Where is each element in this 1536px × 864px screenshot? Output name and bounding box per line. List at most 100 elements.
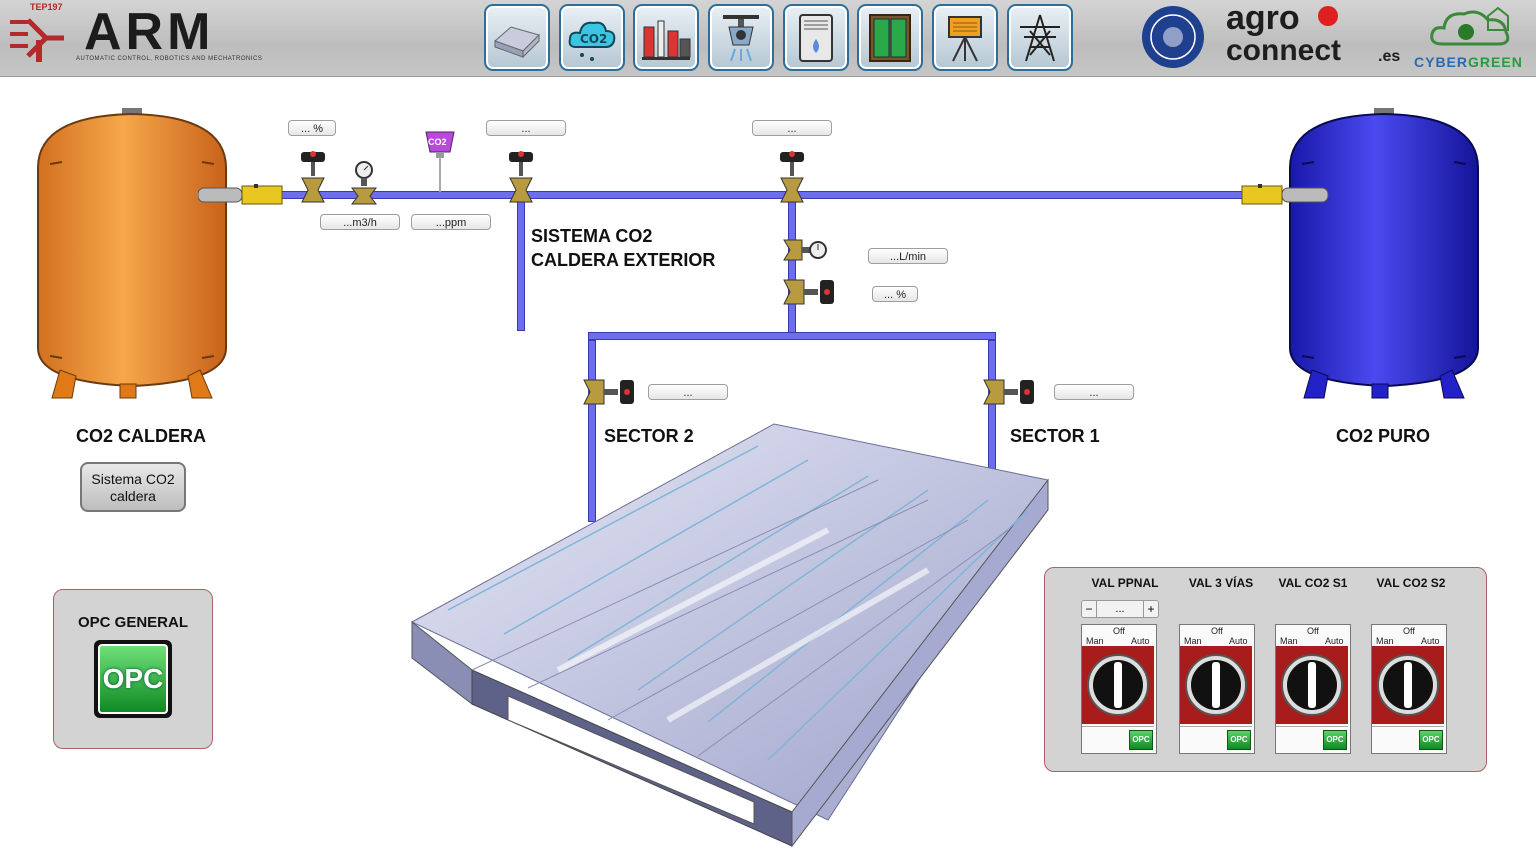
switch-auto-label: Auto (1131, 636, 1150, 646)
switch-off-label: Off (1307, 626, 1319, 636)
caldera-outlet-valve-icon[interactable] (197, 176, 288, 206)
val-ppnal-stepper[interactable]: − ... + (1081, 600, 1159, 618)
greenhouse-3d-model (408, 420, 1054, 848)
opc-general-title: OPC GENERAL (77, 614, 188, 631)
switch-man-label: Man (1376, 636, 1394, 646)
valve1-percent-readout: ... % (288, 120, 336, 136)
sector2-valve-icon[interactable] (582, 378, 638, 406)
switch-title-val-co2-s1: VAL CO2 S1 (1278, 576, 1348, 590)
val-ppnal-opc-button[interactable]: OPC (1129, 730, 1153, 750)
system-label-line2: CALDERA EXTERIOR (531, 250, 716, 270)
cybergreen-part-b: GREEN (1468, 54, 1523, 70)
cybergreen-wordmark: CYBERGREEN (1414, 54, 1523, 70)
nav-windows-button[interactable] (857, 4, 923, 71)
cybergreen-part-a: CYBER (1414, 54, 1469, 70)
logo-tag: TEP197 (30, 2, 63, 12)
switch-auto-label: Auto (1325, 636, 1344, 646)
switch-man-label: Man (1280, 636, 1298, 646)
valve3-readout: ... (752, 120, 832, 136)
stepper-value[interactable]: ... (1115, 603, 1125, 615)
val-3-vias-opc-button[interactable]: OPC (1227, 730, 1251, 750)
switch-man-label: Man (1086, 636, 1104, 646)
opc-general-button[interactable]: OPC (94, 640, 172, 718)
arm-logo-icon (6, 10, 66, 66)
sector1-readout: ... (1054, 384, 1134, 400)
sector-distribution-pipe (588, 332, 996, 340)
puro-tank-label: CO2 PURO (1336, 426, 1431, 446)
control-valve-3-icon[interactable] (777, 150, 807, 206)
top-header-bar: TEP197 ARM Automatic Control, Robotics a… (0, 0, 1536, 77)
switch-red-plate (1372, 646, 1444, 724)
flow-m3h-readout: ...m3/h (320, 214, 400, 230)
nav-greenhouse-button[interactable] (484, 4, 550, 71)
switch-bottom-bar (1372, 726, 1444, 753)
sector2-label: SECTOR 2 (604, 426, 694, 446)
switch-off-label: Off (1113, 626, 1125, 636)
agroconnect-logo-line2: connect (1226, 34, 1342, 67)
co2-puro-tank (1282, 108, 1487, 400)
nav-power-button[interactable] (1007, 4, 1073, 71)
switch-off-label: Off (1211, 626, 1223, 636)
nav-co2-button[interactable]: CO2 (559, 4, 625, 71)
val-3-vias-selector-switch[interactable]: Off Man Auto OPC (1179, 624, 1255, 754)
sistema-button-line2: caldera (110, 488, 156, 504)
logo-brand: ARM (84, 3, 215, 61)
switch-title-val-ppnal: VAL PPNAL (1091, 576, 1159, 590)
opc-general-panel: OPC GENERAL OPC (53, 589, 213, 749)
center-control-valve-icon[interactable] (782, 278, 838, 306)
switch-title-val-co2-s2: VAL CO2 S2 (1376, 576, 1446, 590)
val-co2-s1-opc-button[interactable]: OPC (1323, 730, 1347, 750)
switch-red-plate (1082, 646, 1154, 724)
switch-red-plate (1276, 646, 1348, 724)
switch-auto-label: Auto (1421, 636, 1440, 646)
co2-ppm-readout: ...ppm (411, 214, 491, 230)
cybergreen-cloud-icon (1428, 4, 1516, 52)
sector2-readout: ... (648, 384, 728, 400)
switch-man-label: Man (1184, 636, 1202, 646)
agroconnect-star-icon (1318, 6, 1338, 26)
val-co2-s2-selector-switch[interactable]: Off Man Auto OPC (1371, 624, 1447, 754)
val-co2-s2-opc-button[interactable]: OPC (1419, 730, 1443, 750)
control-valve-2-icon[interactable] (506, 150, 536, 206)
stepper-decrement-button[interactable]: − (1082, 601, 1097, 617)
sector2-pipe (588, 340, 596, 522)
main-pipe (228, 191, 1288, 199)
svg-text:CO2: CO2 (580, 32, 607, 46)
switch-off-label: Off (1403, 626, 1415, 636)
switch-red-plate (1180, 646, 1252, 724)
nav-dehumidifier-button[interactable] (783, 4, 849, 71)
flow-lmin-readout: ...L/min (868, 248, 948, 264)
switch-bottom-bar (1276, 726, 1348, 753)
caldera-tank-label: CO2 CALDERA (76, 426, 207, 446)
exterior-pipe (517, 199, 525, 331)
agroconnect-logo-line1: agro (1226, 0, 1300, 37)
center-pipe (788, 199, 796, 336)
center-valve-percent-readout: ... % (872, 286, 918, 302)
nav-sensors-button[interactable] (633, 4, 699, 71)
sector1-label: SECTOR 1 (1010, 426, 1100, 446)
val-co2-s1-selector-switch[interactable]: Off Man Auto OPC (1275, 624, 1351, 754)
system-label-line1: SISTEMA CO2 (531, 226, 653, 246)
logo-subtitle: Automatic Control, Robotics and Mechatro… (76, 56, 263, 62)
nav-weather-button[interactable] (932, 4, 998, 71)
control-valve-1-icon[interactable] (298, 150, 328, 206)
university-seal-icon (1140, 4, 1206, 70)
nav-sprinkler-button[interactable] (708, 4, 774, 71)
opc-general-button-label: OPC (98, 644, 168, 714)
agroconnect-suffix: .es (1378, 48, 1401, 65)
co2-caldera-tank (30, 108, 235, 400)
switch-bottom-bar (1180, 726, 1252, 753)
valve2-readout: ... (486, 120, 566, 136)
puro-outlet-valve-icon[interactable] (1240, 176, 1330, 206)
co2-sensor-badge: CO2 (428, 137, 447, 147)
center-flowmeter-icon (782, 238, 828, 262)
val-ppnal-selector-switch[interactable]: Off Man Auto OPC (1081, 624, 1157, 754)
switch-auto-label: Auto (1229, 636, 1248, 646)
co2-sensor-icon (424, 130, 456, 194)
switch-bottom-bar (1082, 726, 1154, 753)
sector1-valve-icon[interactable] (982, 378, 1038, 406)
switch-title-val-3-vias: VAL 3 VÍAS (1188, 576, 1254, 590)
sistema-co2-caldera-button[interactable]: Sistema CO2 caldera (80, 462, 186, 512)
sistema-button-line1: Sistema CO2 (91, 471, 175, 487)
stepper-increment-button[interactable]: + (1143, 601, 1158, 617)
